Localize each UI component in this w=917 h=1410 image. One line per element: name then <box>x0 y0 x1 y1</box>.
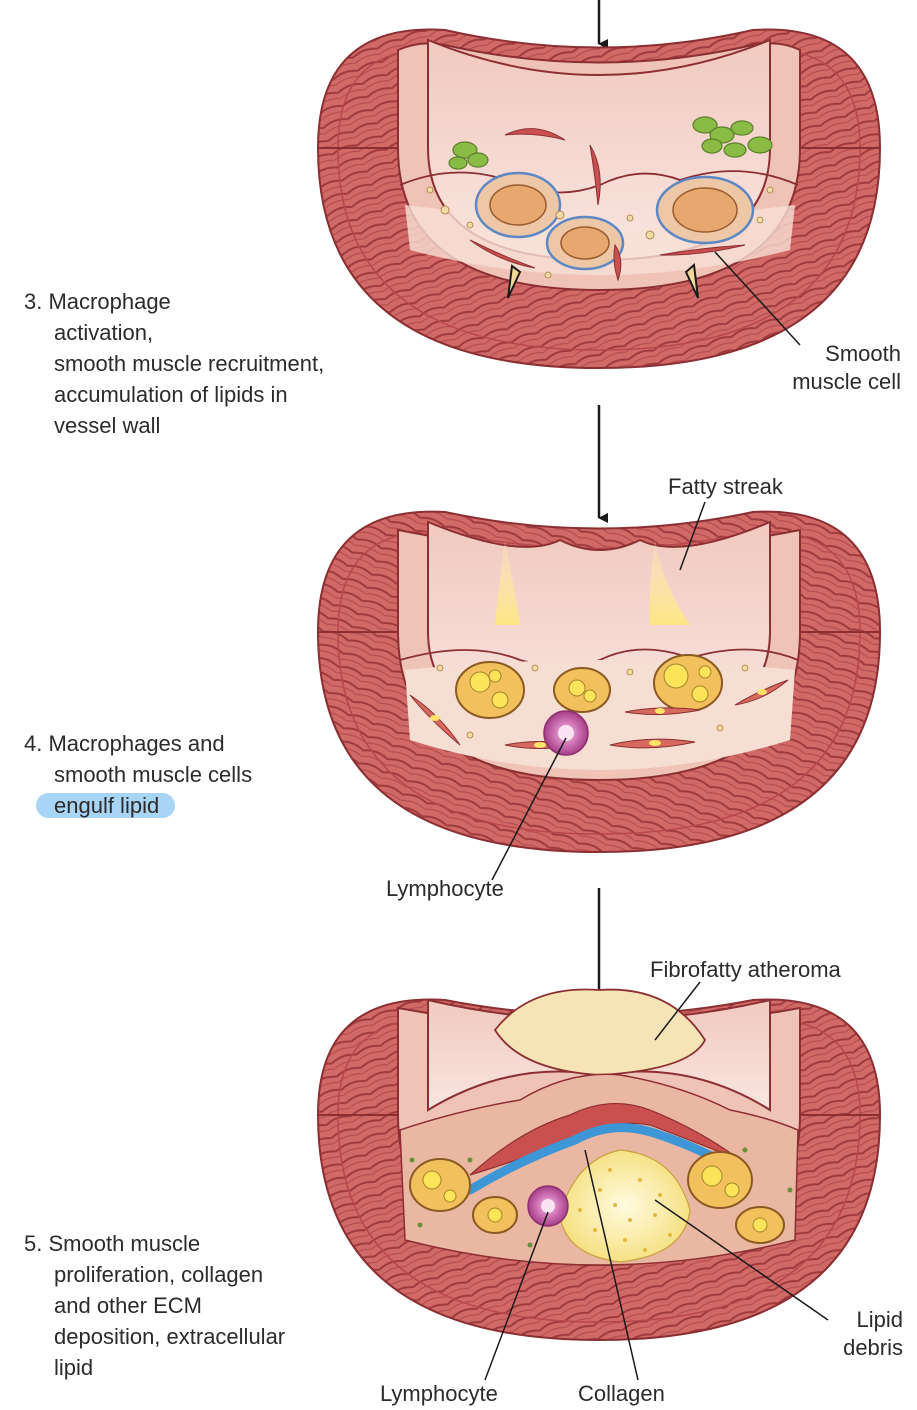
label-lipid-debris: Lipid debris <box>843 1306 903 1362</box>
label-fatty-streak: Fatty streak <box>668 473 783 501</box>
vessel-step-5 <box>318 990 880 1341</box>
vessel-step-3 <box>318 30 880 368</box>
step-number: 4. <box>24 731 42 756</box>
label-lymphocyte-5: Lymphocyte <box>380 1380 498 1408</box>
step-4-text: 4. Macrophages and smooth muscle cells e… <box>24 728 252 821</box>
label-lymphocyte-4: Lymphocyte <box>386 875 504 903</box>
label-smooth-muscle-cell: Smooth muscle cell <box>792 340 901 396</box>
highlighted-text: engulf lipid <box>36 793 175 818</box>
step-3-text: 3. Macrophage activation, smooth muscle … <box>24 286 324 441</box>
step-5-text: 5. Smooth muscle proliferation, collagen… <box>24 1228 285 1383</box>
step-number: 3. <box>24 289 42 314</box>
step-number: 5. <box>24 1231 42 1256</box>
label-collagen: Collagen <box>578 1380 665 1408</box>
vessel-step-4 <box>318 512 880 852</box>
label-fibrofatty-atheroma: Fibrofatty atheroma <box>650 956 841 984</box>
